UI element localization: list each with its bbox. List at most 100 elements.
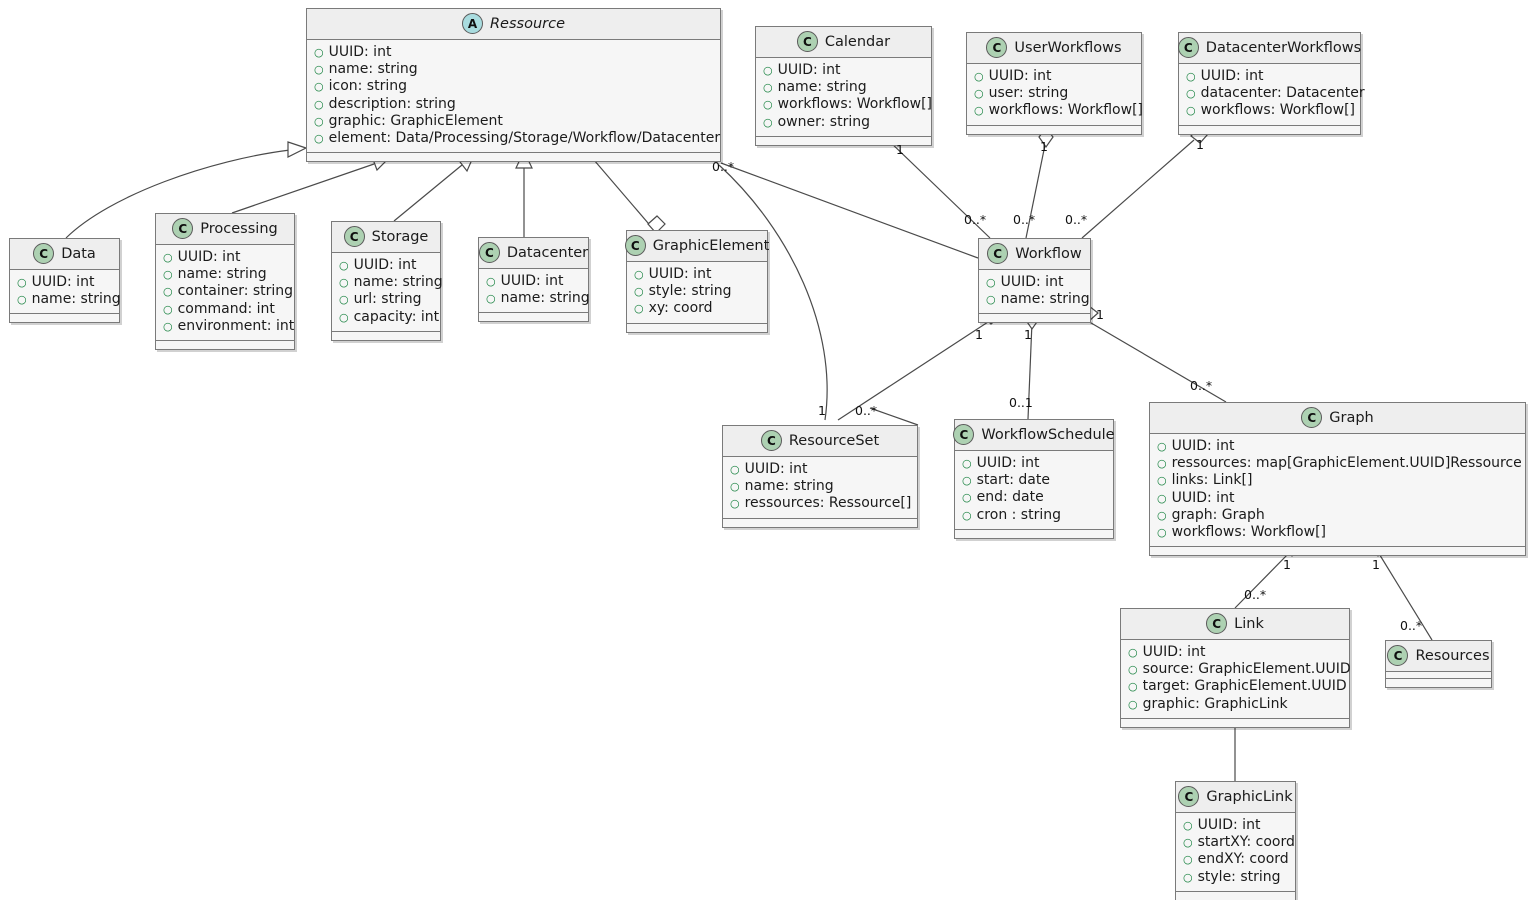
attribute-text: endXY: coord — [1197, 851, 1289, 868]
attribute-row: ○UUID: int — [730, 461, 909, 478]
attribute-text: start: date — [976, 472, 1050, 489]
attribute-text: UUID: int — [648, 266, 712, 282]
public-visibility-icon: ○ — [314, 132, 324, 146]
class-attributes-datacenter: ○ UUID: int○ name: string — [479, 269, 590, 314]
attribute-row: ○owner: string — [763, 114, 923, 131]
class-methods-processing — [156, 341, 294, 350]
attribute-text: command: int — [177, 300, 275, 317]
multiplicity-label: 1 — [1196, 137, 1204, 152]
class-title-ressource: Ressource — [489, 15, 566, 32]
multiplicity-label: 1 — [975, 327, 983, 342]
attribute-text: name: string — [500, 290, 590, 307]
public-visibility-icon: ○ — [1128, 697, 1138, 711]
attribute-row: ○UUID: int — [339, 257, 432, 274]
public-visibility-icon: ○ — [634, 268, 644, 281]
public-visibility-icon: ○ — [1186, 87, 1196, 101]
attribute-row: ○style: string — [634, 283, 759, 300]
public-visibility-icon: ○ — [974, 104, 984, 118]
public-visibility-icon: ○ — [1183, 819, 1193, 832]
public-visibility-icon: ○ — [163, 319, 173, 333]
class-attributes-userworkflows: ○UUID: int○user: string○workflows: Workf… — [967, 64, 1143, 126]
attribute-text: UUID: int — [500, 273, 564, 289]
edge-workflow-to-datacenterworkflows — [1081, 127, 1209, 239]
edge-datacenter-to-ressource — [515, 149, 533, 237]
class-title-datacenterworkflows: DatacenterWorkflows — [1205, 39, 1362, 56]
public-visibility-icon: ○ — [1157, 457, 1167, 471]
class-methods-resources — [1386, 679, 1491, 687]
attribute-row: ○ UUID: int — [486, 273, 580, 290]
class-title-workflow: Workflow — [1015, 245, 1082, 262]
class-methods-datacenterworkflows — [1179, 125, 1360, 134]
multiplicity-label: 0..* — [1013, 212, 1036, 227]
attribute-row: ○source: GraphicElement.UUID — [1128, 661, 1351, 678]
attribute-text: url: string — [353, 291, 422, 308]
attribute-row: ○UUID: int — [974, 68, 1133, 85]
attribute-row: ○graph: Graph — [1157, 507, 1517, 524]
class-box-userworkflows[interactable]: C UserWorkflows ○UUID: int○user: string○wo… — [966, 32, 1143, 135]
attribute-text: UUID: int — [1200, 68, 1264, 84]
public-visibility-icon: ○ — [339, 276, 349, 290]
class-methods-datacenter — [479, 313, 588, 322]
class-methods-data — [10, 314, 119, 323]
attribute-row: ○ target: GraphicElement.UUID — [1128, 678, 1347, 695]
public-visibility-icon: ○ — [763, 81, 773, 95]
attribute-text: workflows: Workflow[] — [1200, 102, 1355, 119]
attribute-text: style: string — [1197, 868, 1281, 885]
multiplicity-label: 0..* — [1400, 618, 1423, 633]
public-visibility-icon: ○ — [974, 87, 984, 101]
attribute-row: ○UUID: int — [314, 44, 712, 61]
public-visibility-icon: ○ — [1128, 680, 1138, 694]
attribute-text: UUID: int — [31, 274, 95, 290]
class-title-userworkflows: UserWorkflows — [1014, 39, 1122, 56]
attribute-row: ○UUID: int — [163, 249, 286, 266]
multiplicity-label: 0..* — [1190, 378, 1213, 393]
edge-processing-to-ressource — [231, 153, 391, 214]
class-title-calendar: Calendar — [824, 33, 891, 50]
class-attributes-resources — [1386, 672, 1491, 679]
public-visibility-icon: ○ — [486, 275, 496, 288]
attribute-text: target: GraphicElement.UUID — [1142, 678, 1347, 695]
public-visibility-icon: ○ — [1157, 491, 1167, 505]
attribute-row: ○UUID: int — [17, 274, 111, 291]
class-icon: C — [478, 242, 500, 263]
class-title-data: Data — [61, 245, 96, 262]
attribute-text: UUID: int — [353, 257, 417, 273]
attribute-text: workflows: Workflow[] — [1171, 524, 1326, 541]
class-methods-workflowschedule — [955, 529, 1113, 538]
class-methods-workflow — [979, 314, 1090, 323]
public-visibility-icon: ○ — [974, 70, 984, 83]
public-visibility-icon: ○ — [1157, 440, 1167, 453]
public-visibility-icon: ○ — [962, 457, 972, 470]
attribute-text: end: date — [976, 489, 1044, 506]
class-icon: C — [986, 37, 1008, 58]
class-title-workflowschedule: WorkflowSchedule — [981, 426, 1115, 443]
attribute-row: ○user: string — [974, 85, 1133, 102]
class-icon: C — [33, 243, 55, 264]
class-methods-graphicelement — [627, 323, 767, 332]
public-visibility-icon: ○ — [163, 251, 173, 264]
attribute-text: name: string — [744, 478, 834, 495]
class-icon: C — [624, 235, 646, 256]
